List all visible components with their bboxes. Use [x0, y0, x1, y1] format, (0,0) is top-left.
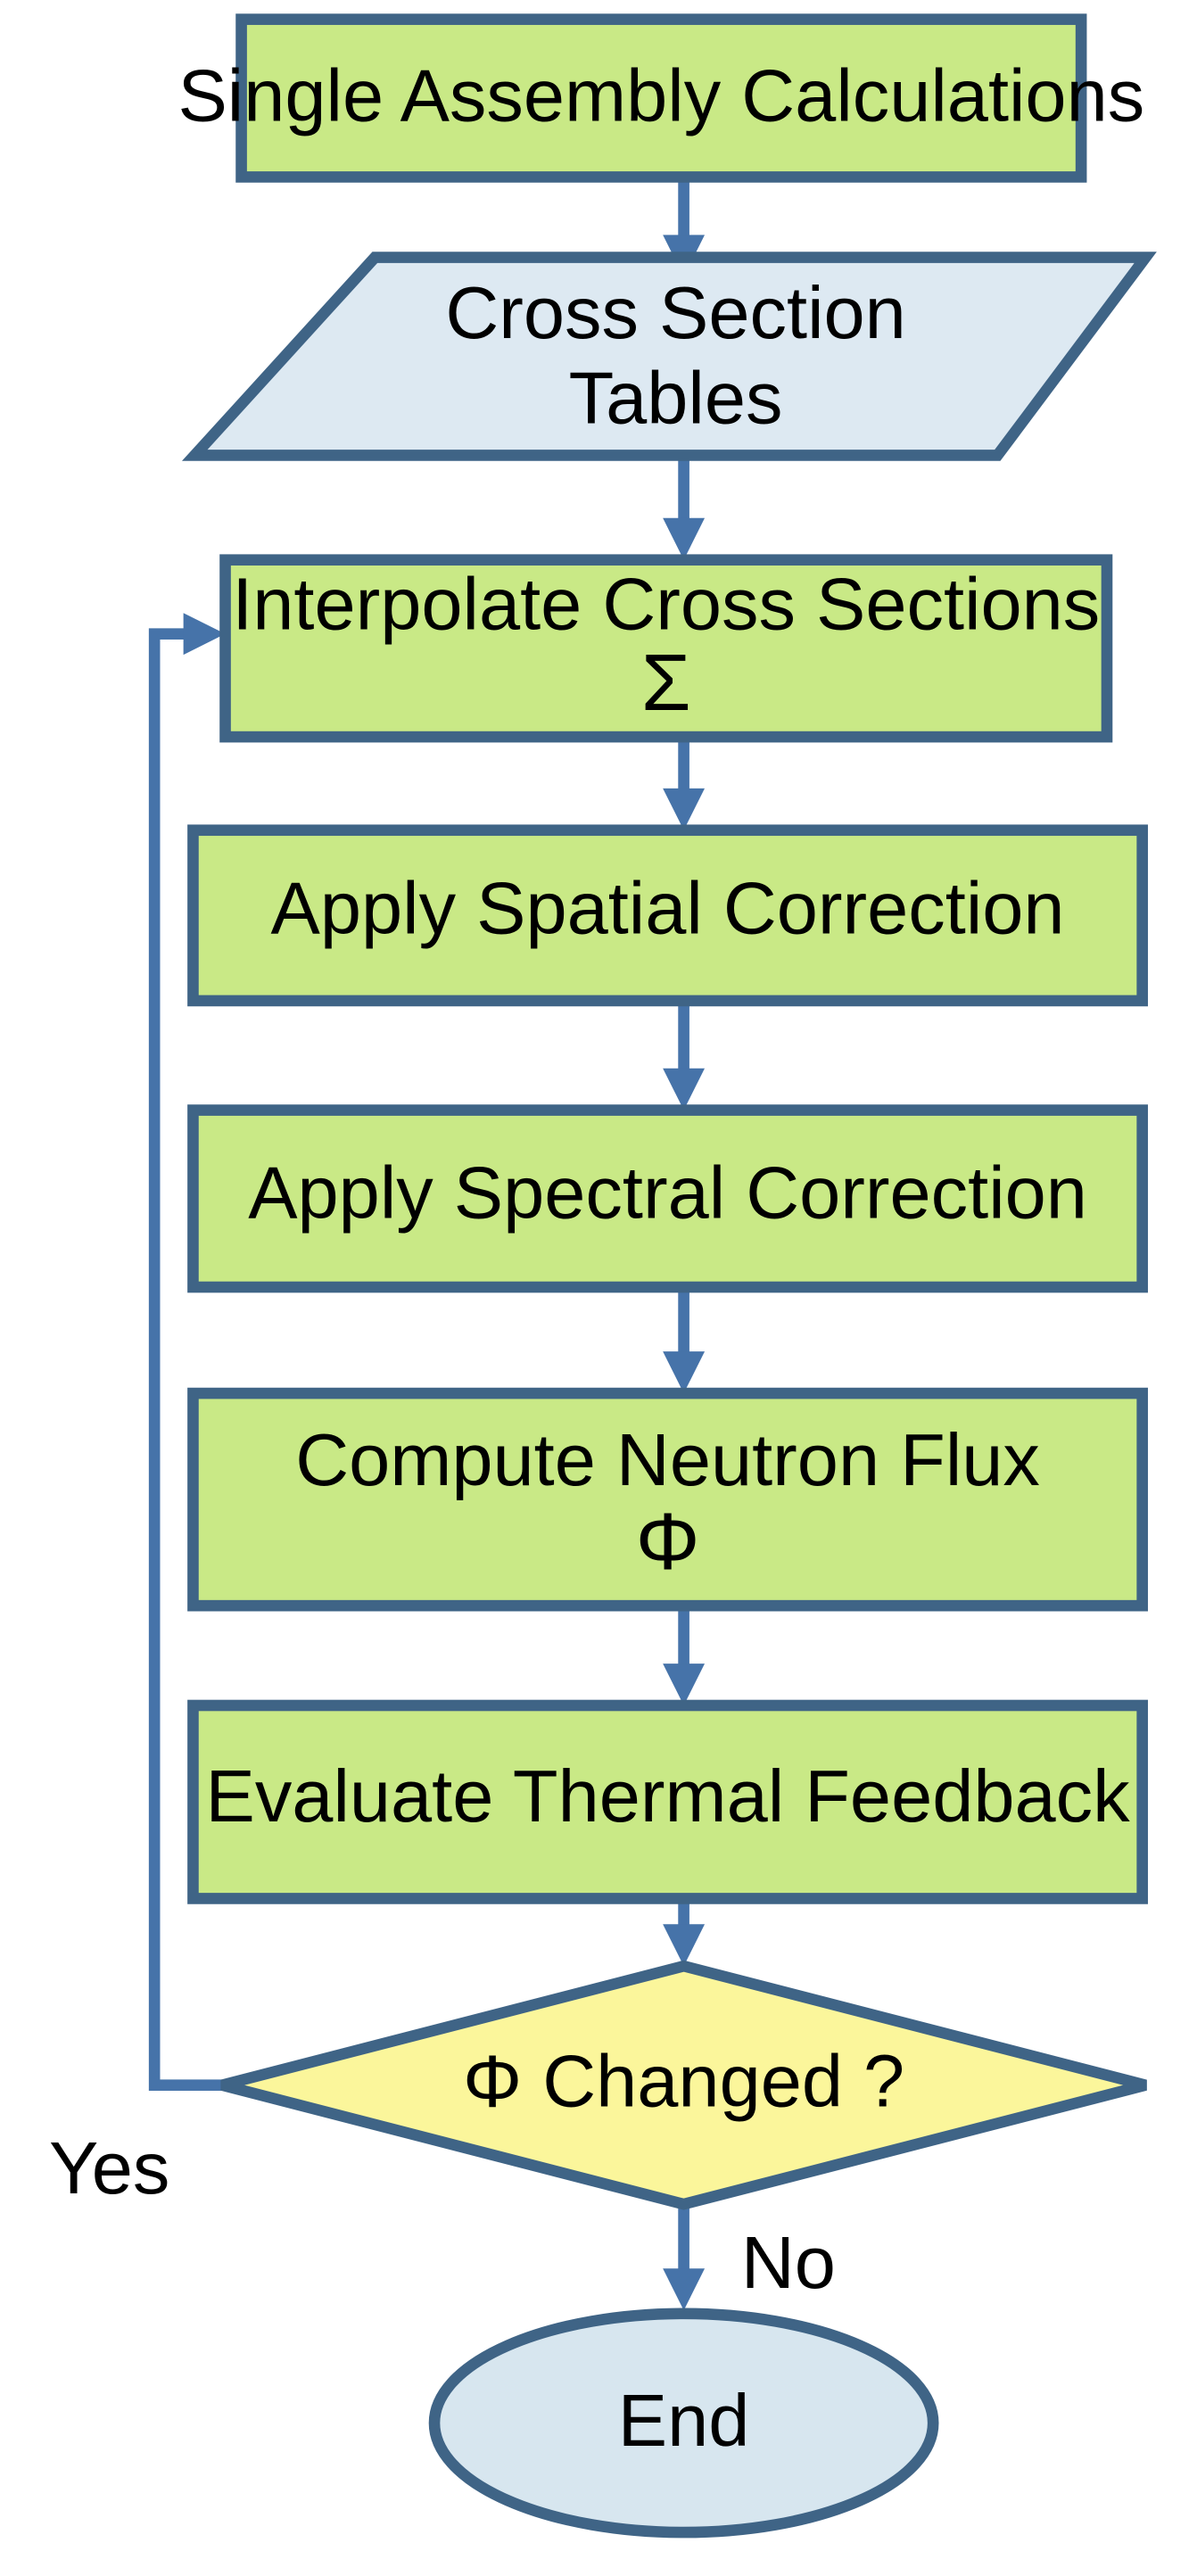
- connector-decision-yes-loop: [148, 613, 226, 2091]
- connector-interpolate-to-spatial: [663, 737, 706, 830]
- node-label-apply-spectral-correction: Apply Spectral Correction: [248, 1152, 1087, 1234]
- node-interpolate-cross-sections[interactable]: Interpolate Cross Sections Σ: [219, 554, 1113, 743]
- node-label-cross-section-tables-line1: Cross Section: [445, 271, 905, 354]
- connector-spatial-to-spectral: [663, 1000, 706, 1110]
- node-evaluate-thermal-feedback[interactable]: Evaluate Thermal Feedback: [187, 1699, 1148, 1904]
- node-label-compute-neutron-flux-phi: Φ: [636, 1497, 700, 1587]
- node-label-cross-section-tables-line2: Tables: [569, 357, 783, 440]
- connector-thermal-to-decision: [663, 1898, 706, 1967]
- node-label-apply-spatial-correction: Apply Spatial Correction: [271, 866, 1065, 949]
- node-label-compute-neutron-flux-line1: Compute Neutron Flux: [295, 1418, 1040, 1501]
- connector-layer: [148, 177, 706, 2311]
- node-label-single-assembly-calculations: Single Assembly Calculations: [177, 54, 1144, 137]
- edge-label-no: No: [741, 2221, 836, 2304]
- connector-cross-section-tables-to-interpolate: [663, 458, 706, 560]
- node-apply-spectral-correction[interactable]: Apply Spectral Correction: [187, 1104, 1148, 1293]
- node-phi-changed[interactable]: Φ Changed ?: [220, 1960, 1147, 2210]
- node-cross-section-tables[interactable]: Cross Section Tables: [181, 252, 1157, 461]
- node-label-phi-changed: Φ Changed ?: [463, 2039, 904, 2122]
- connector-decision-no-to-end: [663, 2204, 706, 2311]
- node-single-assembly-calculations[interactable]: Single Assembly Calculations: [177, 13, 1144, 183]
- edge-label-yes: Yes: [49, 2126, 169, 2209]
- connector-flux-to-thermal: [663, 1606, 706, 1705]
- node-label-end: End: [618, 2379, 750, 2462]
- node-label-evaluate-thermal-feedback: Evaluate Thermal Feedback: [205, 1754, 1130, 1837]
- node-label-interpolate-cross-sections-line1: Interpolate Cross Sections: [232, 563, 1100, 646]
- connector-spectral-to-flux: [663, 1287, 706, 1394]
- node-compute-neutron-flux[interactable]: Compute Neutron Flux Φ: [187, 1387, 1148, 1612]
- node-apply-spatial-correction[interactable]: Apply Spatial Correction: [187, 824, 1148, 1007]
- node-end[interactable]: End: [428, 2308, 939, 2539]
- node-label-interpolate-cross-sections-sigma: Σ: [641, 638, 691, 728]
